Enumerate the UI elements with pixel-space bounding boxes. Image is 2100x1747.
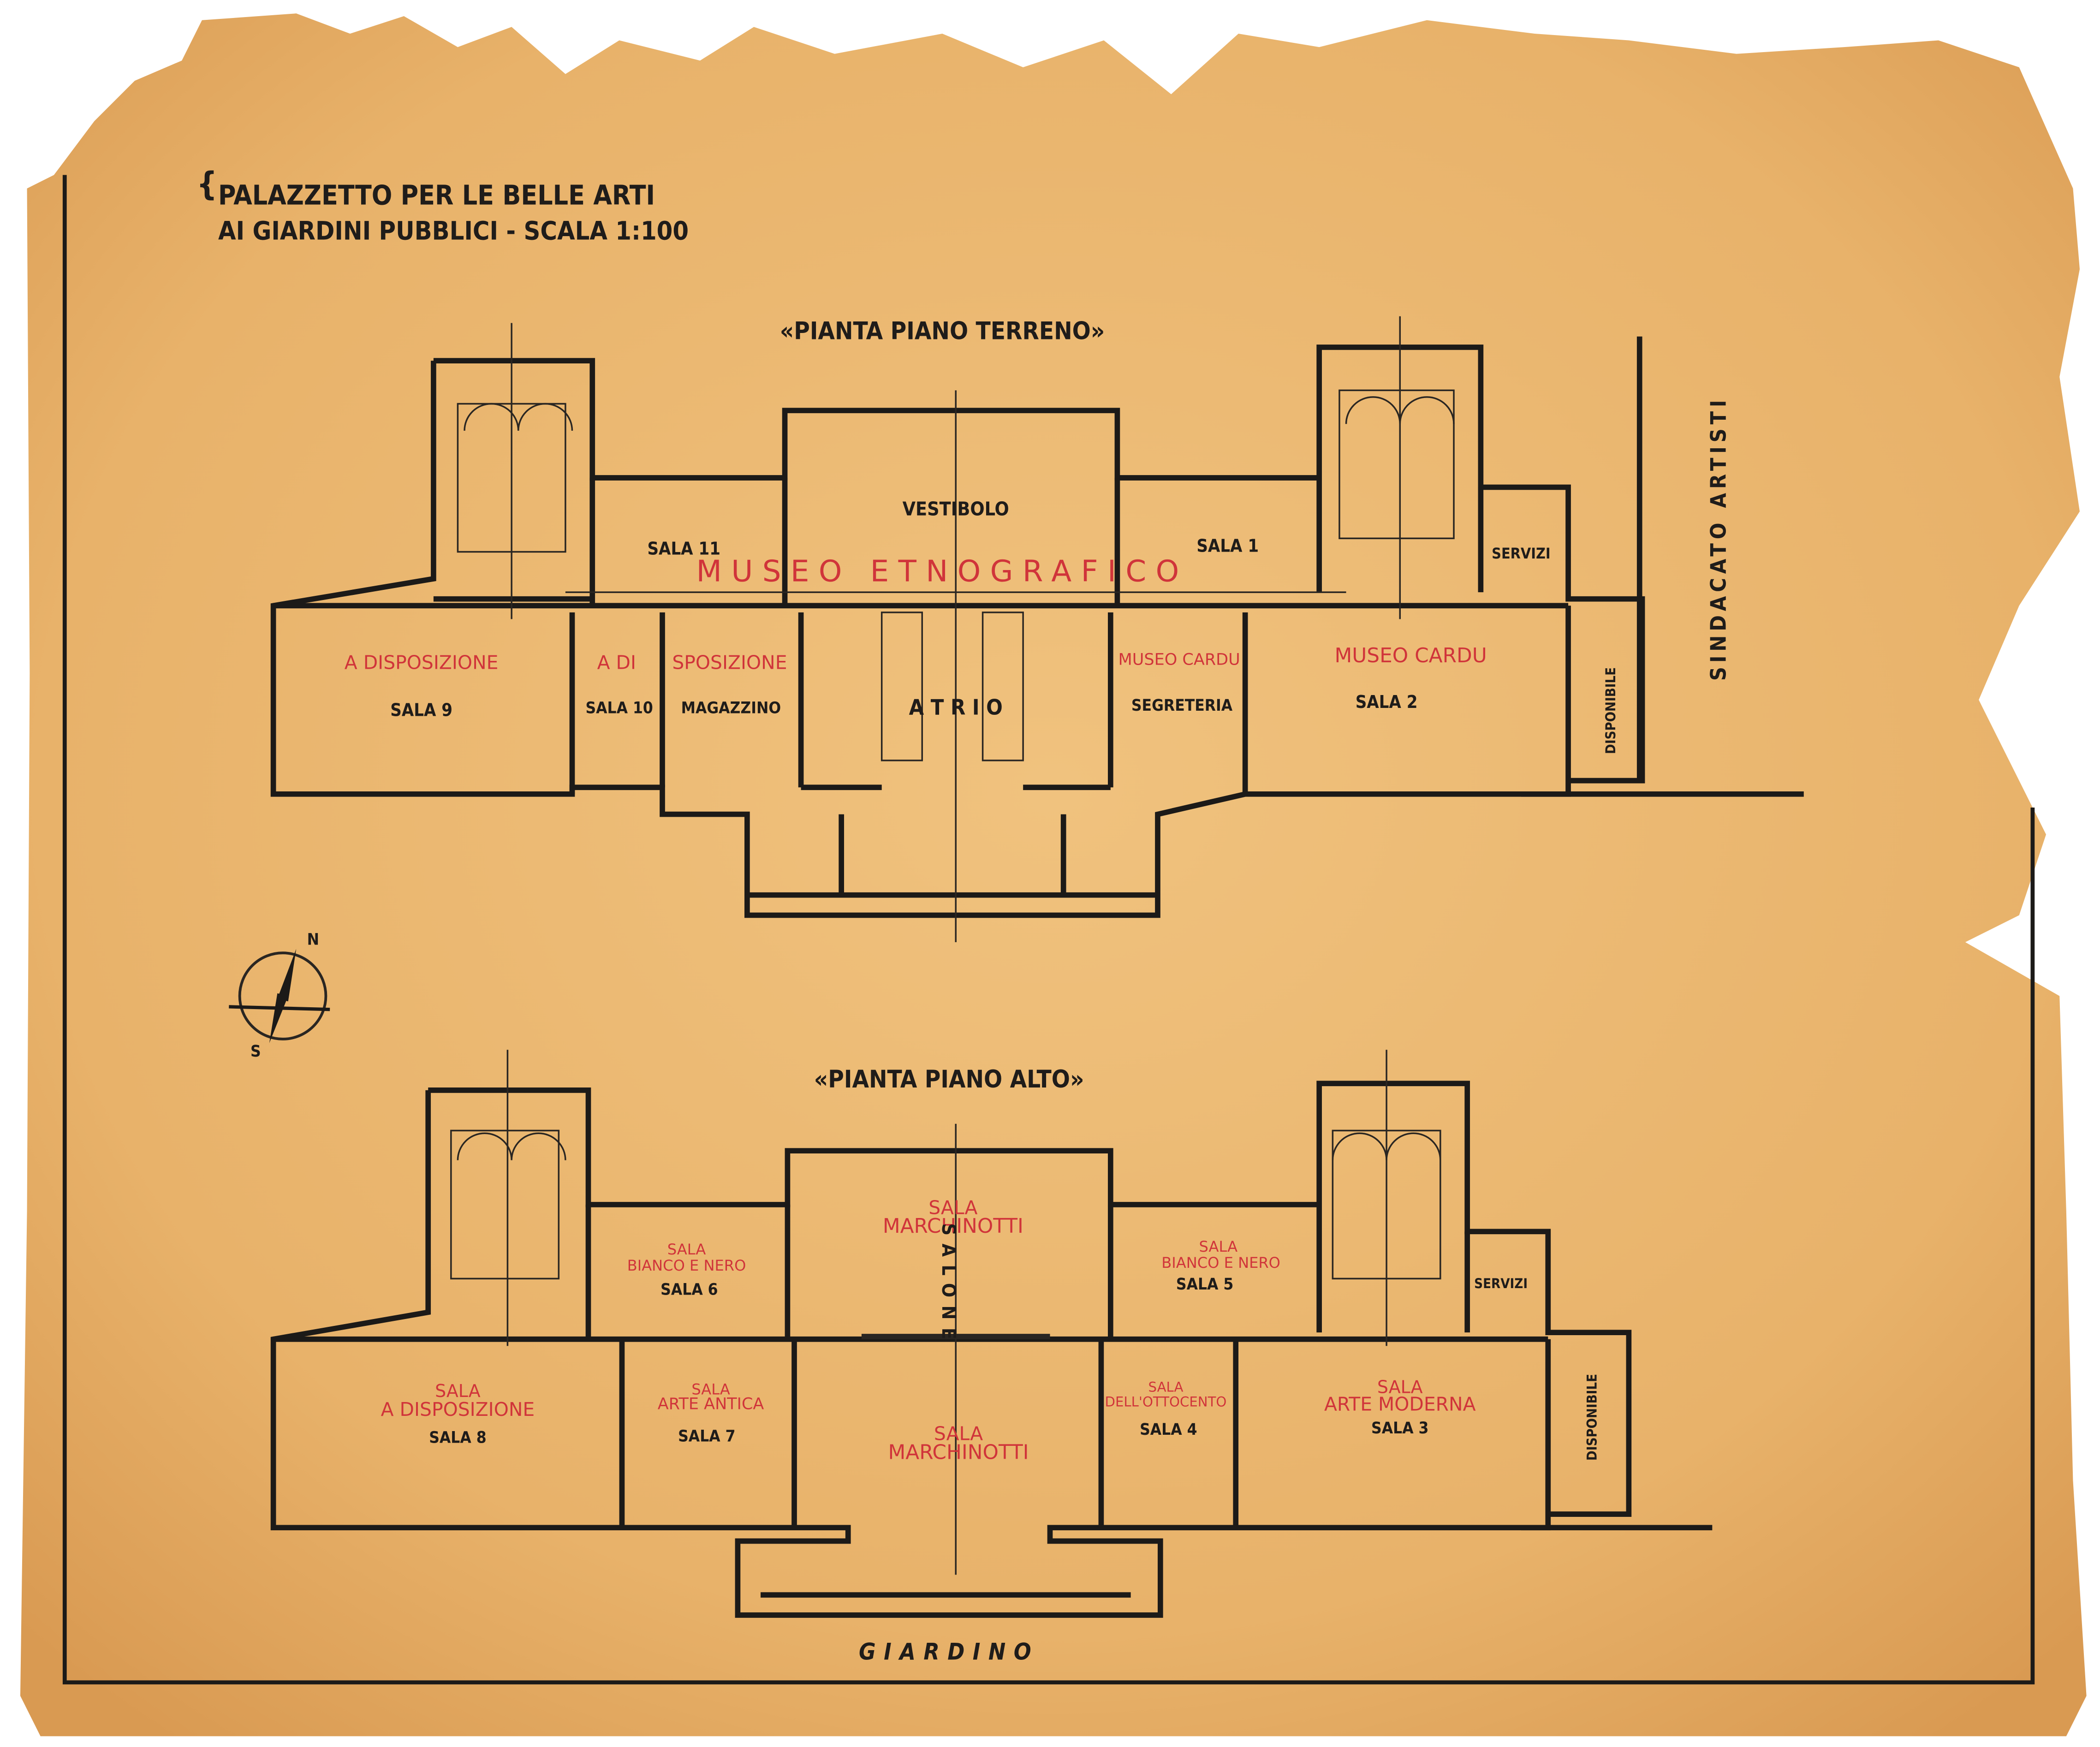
room-label-sala7-1: SALA	[691, 1380, 730, 1398]
ground-floor-plan	[270, 316, 1804, 942]
room-label-sala8-1: SALA	[435, 1381, 481, 1401]
room-label-vestibolo: VESTIBOLO	[903, 498, 1009, 520]
room-use-segreteria: MUSEO CARDU	[1118, 650, 1240, 669]
garden-label: GIARDINO	[859, 1638, 1039, 1665]
room-label-sala7-2: ARTE ANTICA	[658, 1394, 764, 1413]
room-label-sala-2: SALA 2	[1356, 692, 1418, 712]
title-block: { PALAZZETTO PER LE BELLE ARTI AI GIARDI…	[196, 165, 689, 246]
room-label-marchinotti-bottom-2: MARCHINOTTI	[888, 1440, 1029, 1464]
room-use-sala-2: MUSEO CARDU	[1334, 644, 1487, 667]
side-label-sindacato-artisti: SINDACATO ARTISTI	[1707, 396, 1731, 681]
room-label-disponibile-ground: DISPONIBILE	[1603, 667, 1618, 754]
room-label-magazzino: MAGAZZINO	[681, 699, 781, 718]
room-label-disponibile-upper: DISPONIBILE	[1584, 1374, 1600, 1461]
room-label-sala8-2: A DISPOSIZIONE	[381, 1398, 535, 1420]
room-label-marchinotti-top-1: SALA	[928, 1196, 977, 1218]
room-label-sala-3: SALA 3	[1371, 1419, 1428, 1438]
room-label-sala-1: SALA 1	[1196, 536, 1259, 556]
room-use-magazzino: SPOSIZIONE	[672, 651, 787, 673]
room-label-salone: SALONE	[938, 1224, 960, 1348]
compass-rose: N S	[229, 930, 330, 1061]
room-label-sala3-2: ARTE MODERNA	[1324, 1393, 1476, 1415]
room-label-sala-10: SALA 10	[585, 699, 653, 718]
room-label-sala-7: SALA 7	[678, 1427, 735, 1446]
title-line-2: AI GIARDINI PUBBLICI - SCALA 1:100	[218, 216, 689, 246]
room-label-marchinotti-top-2: MARCHINOTTI	[883, 1214, 1023, 1238]
title-line-1: PALAZZETTO PER LE BELLE ARTI	[218, 180, 655, 211]
room-label-sala-4: SALA 4	[1140, 1420, 1197, 1439]
room-label-sala5-2: BIANCO E NERO	[1161, 1254, 1280, 1272]
museum-label: MUSEO ETNOGRAFICO	[696, 554, 1189, 589]
upper-floor-labels: SALA MARCHINOTTI SALONE SALA BIANCO E NE…	[381, 1196, 1600, 1464]
room-label-atrio: A T R I O	[909, 695, 1003, 720]
room-use-sala-10: A DI	[597, 651, 636, 673]
compass-north-label: N	[307, 930, 319, 949]
room-label-servizi-upper: SERVIZI	[1474, 1276, 1528, 1291]
room-label-sala-9: SALA 9	[390, 700, 452, 720]
room-label-sala6-2: BIANCO E NERO	[627, 1257, 746, 1274]
room-label-sala-6: SALA 6	[660, 1280, 718, 1299]
room-label-sala-5: SALA 5	[1176, 1275, 1233, 1294]
room-label-sala4-1: SALA	[1148, 1379, 1184, 1395]
svg-text:{: {	[196, 165, 217, 203]
room-label-sala6-1: SALA	[667, 1241, 706, 1258]
room-label-sala4-2: DELL'OTTOCENTO	[1105, 1394, 1227, 1410]
room-label-segreteria: SEGRETERIA	[1131, 696, 1233, 715]
room-label-sala3-1: SALA	[1377, 1377, 1423, 1397]
upper-floor-plan	[270, 1050, 1713, 1618]
paper-sheet	[20, 13, 2087, 1736]
room-label-sala-8: SALA 8	[429, 1428, 486, 1447]
room-use-sala-9: A DISPOSIZIONE	[345, 651, 499, 673]
sheet-border	[62, 175, 2035, 1685]
ground-floor-heading: «PIANTA PIANO TERRENO»	[780, 317, 1105, 345]
ground-floor-labels: VESTIBOLO SALA 11 SALA 1 SERVIZI MUSEO E…	[345, 396, 1731, 754]
room-label-servizi: SERVIZI	[1492, 545, 1551, 562]
upper-floor-heading: «PIANTA PIANO ALTO»	[814, 1065, 1084, 1093]
room-label-marchinotti-bottom-1: SALA	[934, 1423, 983, 1445]
room-label-sala-11: SALA 11	[647, 538, 720, 559]
room-label-sala5-1: SALA	[1199, 1238, 1238, 1255]
compass-south-label: S	[250, 1042, 261, 1061]
